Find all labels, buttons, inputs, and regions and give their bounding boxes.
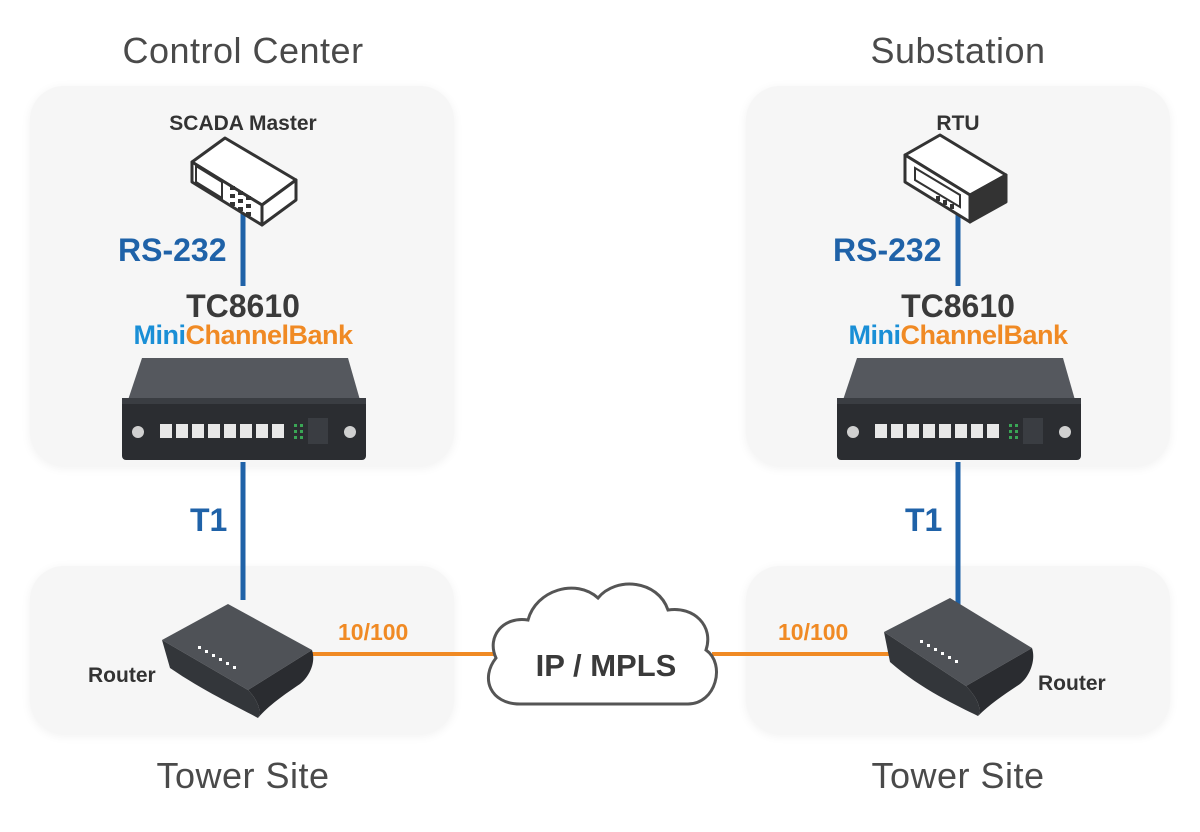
right-brand-channelbank: ChannelBank (900, 320, 1068, 350)
left-brand-channelbank: ChannelBank (185, 320, 353, 350)
right-rs232-label: RS-232 (833, 232, 942, 268)
left-channelbank-unit-icon (122, 358, 366, 460)
left-rs232-label: RS-232 (118, 232, 227, 268)
ip-mpls-label: IP / MPLS (535, 648, 677, 683)
left-model-label: TC8610 (186, 288, 300, 324)
left-brand-label: MiniChannelBank (133, 320, 353, 351)
right-model-label: TC8610 (901, 288, 1015, 324)
scada-master-label: SCADA Master (169, 112, 317, 135)
right-t1-label: T1 (905, 502, 943, 538)
tower-site-right-title: Tower Site (871, 755, 1045, 796)
rtu-device-icon (903, 133, 1008, 224)
right-ethernet-label: 10/100 (778, 619, 849, 645)
left-router-label: Router (88, 664, 156, 687)
control-center-title: Control Center (122, 30, 364, 71)
left-router-icon (162, 604, 314, 718)
right-channelbank-unit-icon (837, 358, 1081, 460)
right-router-icon (884, 598, 1034, 716)
left-ethernet-label: 10/100 (338, 619, 409, 645)
left-t1-label: T1 (190, 502, 228, 538)
ip-mpls-cloud-icon (486, 582, 718, 706)
substation-title: Substation (870, 30, 1046, 71)
left-brand-mini: Mini (133, 320, 186, 350)
tower-site-left-title: Tower Site (156, 755, 330, 796)
rtu-label: RTU (936, 112, 980, 135)
right-brand-label: MiniChannelBank (848, 320, 1068, 351)
right-brand-mini: Mini (848, 320, 901, 350)
right-router-label: Router (1038, 672, 1106, 695)
scada-master-device-icon (190, 136, 298, 227)
